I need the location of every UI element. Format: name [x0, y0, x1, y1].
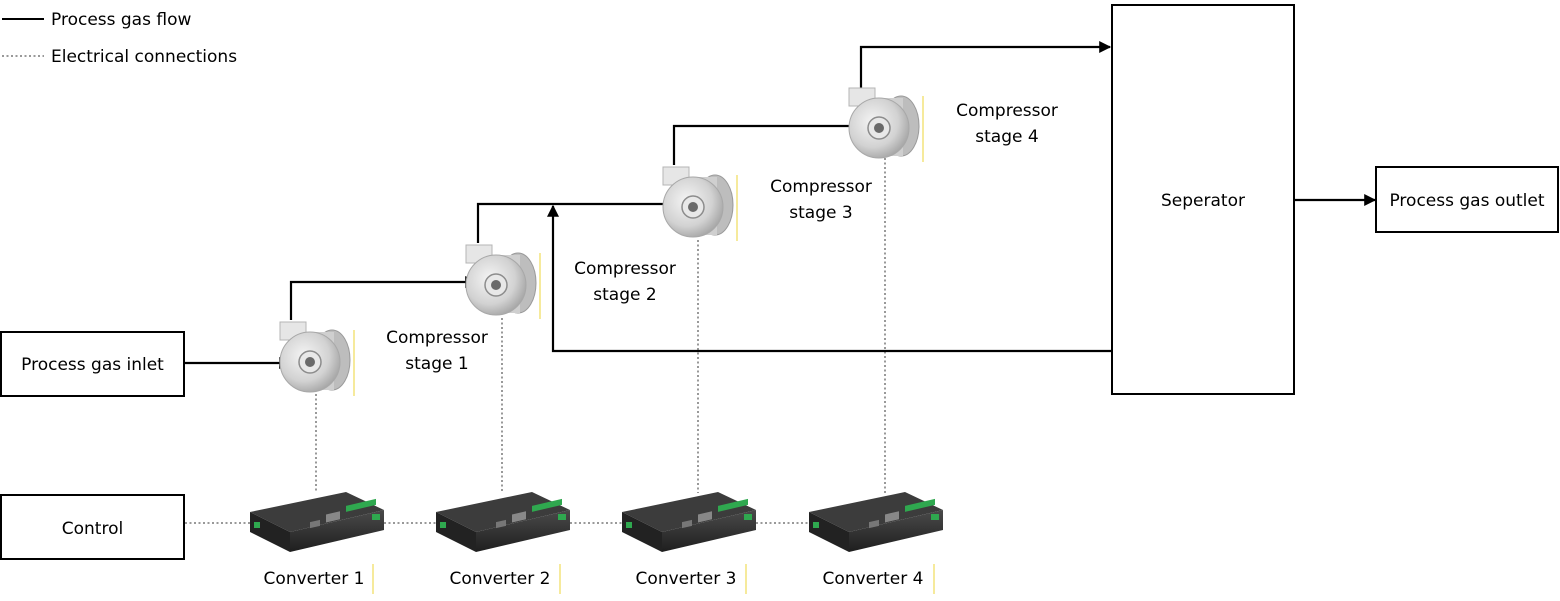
- converter-4: Converter 4: [809, 492, 943, 594]
- stage-3-to-stage-4-arrow: [672, 120, 866, 165]
- compressor-1-label-line2: stage 1: [405, 354, 468, 374]
- compressor-icon: [848, 87, 924, 163]
- compressor-3-label-line2: stage 3: [789, 203, 852, 223]
- outlet-box: Process gas outlet: [1375, 166, 1559, 233]
- compressor-stage-1: Compressor stage 1: [279, 321, 488, 397]
- compressor-2-label-line1: Compressor: [574, 259, 676, 279]
- compressor-stage-3: Compressor stage 3: [662, 166, 872, 242]
- legend-electrical-connections: Electrical connections: [51, 47, 237, 67]
- compressor-stage-2: Compressor stage 2: [465, 244, 676, 320]
- converter-1: Converter 1: [250, 492, 384, 594]
- stage-4-to-separator-arrow: [859, 41, 1112, 88]
- compressor-icon: [662, 166, 738, 242]
- control-label: Control: [62, 519, 123, 539]
- compressor-2-label-line2: stage 2: [593, 285, 656, 305]
- compressor-icon: [465, 244, 541, 320]
- stage-1-to-stage-2-arrow: [289, 276, 478, 320]
- inlet-label: Process gas inlet: [21, 355, 164, 375]
- inlet-box: Process gas inlet: [0, 331, 185, 397]
- converter-icon: [436, 492, 570, 552]
- control-box: Control: [0, 494, 185, 560]
- outlet-label: Process gas outlet: [1389, 191, 1544, 211]
- compressor-1-label-line1: Compressor: [386, 328, 488, 348]
- separator-label: Seperator: [1161, 191, 1245, 211]
- converter-icon: [809, 492, 943, 552]
- converter-2-label: Converter 2: [450, 569, 551, 589]
- stage-2-to-stage-3-arrow: [476, 198, 678, 243]
- converter-4-label: Converter 4: [823, 569, 924, 589]
- compressor-4-label-line2: stage 4: [975, 127, 1038, 147]
- converter-icon: [622, 492, 756, 552]
- legend: Process gas flow Electrical connections: [2, 10, 237, 67]
- converter-2: Converter 2: [436, 492, 570, 594]
- process-gas-flow: [184, 41, 1377, 369]
- legend-process-gas-flow: Process gas flow: [51, 10, 191, 30]
- electrical-connections: [185, 158, 886, 524]
- compressor-icon: [279, 321, 355, 397]
- converter-icon: [250, 492, 384, 552]
- compressor-4-label-line1: Compressor: [956, 101, 1058, 121]
- converter-1-label: Converter 1: [264, 569, 365, 589]
- separator-recycle-arrow: [547, 204, 1112, 353]
- converter-3-label: Converter 3: [636, 569, 737, 589]
- converter-3: Converter 3: [622, 492, 756, 594]
- separator-box: Seperator: [1111, 4, 1295, 395]
- compressor-stage-4: Compressor stage 4: [848, 87, 1058, 163]
- compressor-3-label-line1: Compressor: [770, 177, 872, 197]
